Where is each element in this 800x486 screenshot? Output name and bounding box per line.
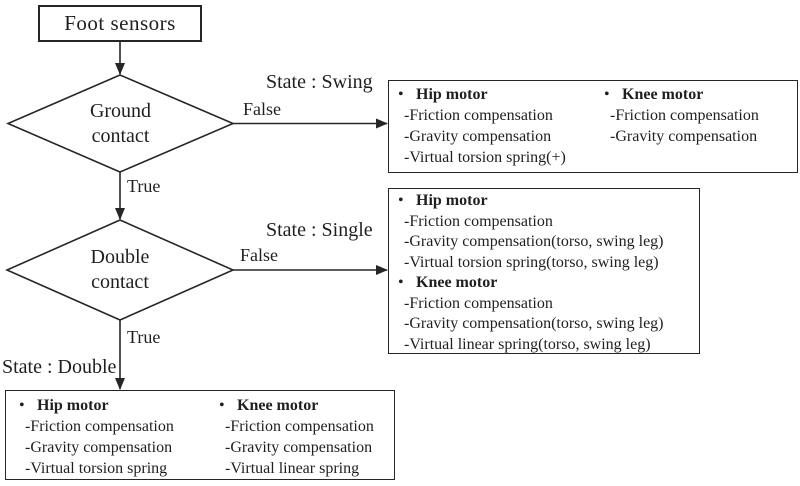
swing-hip-motor-group: •Hip motor -Friction compensation -Gravi… — [389, 84, 595, 168]
ground-false-label: False — [243, 99, 281, 119]
double-hip-motor-title: •Hip motor — [19, 397, 109, 414]
swing-knee-motor-group: •Knee motor -Friction compensation -Grav… — [595, 84, 759, 168]
swing-hip-item: -Virtual torsion spring(+) — [404, 149, 566, 166]
bullet-icon: • — [398, 192, 404, 209]
bullet-icon: • — [604, 86, 610, 103]
single-knee-item: -Friction compensation — [404, 294, 553, 312]
single-knee-motor-group: •Knee motor -Friction compensation -Grav… — [389, 273, 699, 355]
double-knee-item: -Virtual linear spring — [225, 460, 360, 477]
state-double-label: State : Double — [2, 356, 117, 378]
ground-contact-line2: contact — [91, 124, 150, 147]
ground-contact-decision: Ground contact — [8, 75, 233, 172]
double-knee-motor-title: •Knee motor — [219, 397, 319, 414]
single-hip-item: -Virtual torsion spring(torso, swing leg… — [404, 253, 659, 271]
double-false-label: False — [240, 245, 278, 265]
double-true-label: True — [127, 327, 161, 347]
single-hip-motor-group: •Hip motor -Friction compensation -Gravi… — [389, 191, 699, 273]
double-knee-item: -Gravity compensation — [225, 439, 373, 456]
ground-true-label: True — [127, 176, 161, 196]
swing-hip-item: -Friction compensation — [404, 107, 553, 124]
single-state-box: •Hip motor -Friction compensation -Gravi… — [388, 188, 700, 354]
double-knee-motor-group: •Knee motor -Friction compensation -Grav… — [210, 395, 374, 479]
foot-sensors-box: Foot sensors — [38, 5, 202, 42]
single-hip-motor-title: •Hip motor — [389, 191, 699, 212]
swing-knee-item: -Gravity compensation — [610, 128, 758, 145]
double-contact-decision: Double contact — [7, 220, 233, 320]
swing-knee-item: -Friction compensation — [610, 107, 759, 124]
double-contact-line2: contact — [91, 271, 149, 293]
double-hip-item: -Virtual torsion spring — [25, 460, 168, 477]
ground-contact-line1: Ground — [89, 99, 152, 122]
swing-hip-item: -Gravity compensation — [404, 128, 552, 145]
double-hip-motor-group: •Hip motor -Friction compensation -Gravi… — [10, 395, 210, 479]
double-knee-item: -Friction compensation — [225, 418, 374, 435]
double-state-box: •Hip motor -Friction compensation -Gravi… — [5, 390, 395, 480]
single-hip-item: -Friction compensation — [404, 212, 553, 230]
single-knee-item: -Gravity compensation(torso, swing leg) — [404, 315, 664, 332]
double-hip-item: -Gravity compensation — [25, 439, 173, 456]
bullet-icon: • — [398, 86, 404, 103]
double-contact-line1: Double — [90, 246, 150, 268]
swing-hip-motor-title: •Hip motor — [398, 86, 488, 103]
state-single-label: State : Single — [266, 219, 373, 241]
swing-state-box: •Hip motor -Friction compensation -Gravi… — [388, 80, 798, 173]
double-hip-item: -Friction compensation — [25, 418, 174, 435]
single-knee-motor-title: •Knee motor — [389, 273, 699, 294]
state-swing-label: State : Swing — [266, 71, 373, 93]
bullet-icon: • — [398, 274, 404, 291]
swing-knee-motor-title: •Knee motor — [604, 86, 704, 103]
bullet-icon: • — [219, 397, 225, 414]
single-knee-item: -Virtual linear spring(torso, swing leg) — [404, 335, 651, 353]
single-hip-item: -Gravity compensation(torso, swing leg) — [404, 233, 664, 250]
foot-sensors-label: Foot sensors — [64, 11, 176, 35]
bullet-icon: • — [19, 397, 25, 414]
